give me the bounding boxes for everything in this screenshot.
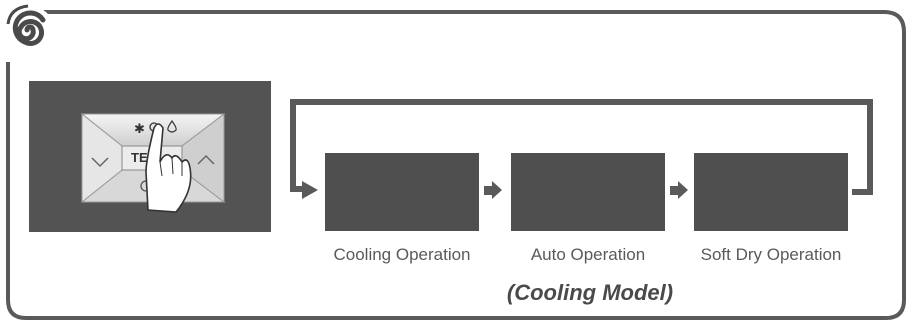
water-drop-icon [167,119,177,133]
model-caption: (Cooling Model) [506,280,674,305]
arrow-right-icon [484,181,502,199]
outer-frame [6,10,906,320]
chevron-down-icon [91,157,109,168]
cooling-operation-box [325,153,479,231]
soft-dry-operation-label: Soft Dry Operation [700,245,842,264]
loop-connector [290,99,873,195]
soft-dry-operation-box [694,153,848,231]
snowflake-icon: ✱ [134,122,145,137]
button-text: TE [131,150,148,165]
auto-operation-box [511,153,665,231]
finger-pointer-icon [145,123,192,213]
arrow-into-cooling-icon [302,181,318,199]
cooling-operation-label: Cooling Operation [333,245,471,264]
arrow-right-icon [670,181,688,199]
chevron-up-icon [197,154,215,165]
auto-operation-label: Auto Operation [530,245,646,264]
spiral-logo-icon [6,4,54,54]
button-pad: ✱ [80,112,226,213]
